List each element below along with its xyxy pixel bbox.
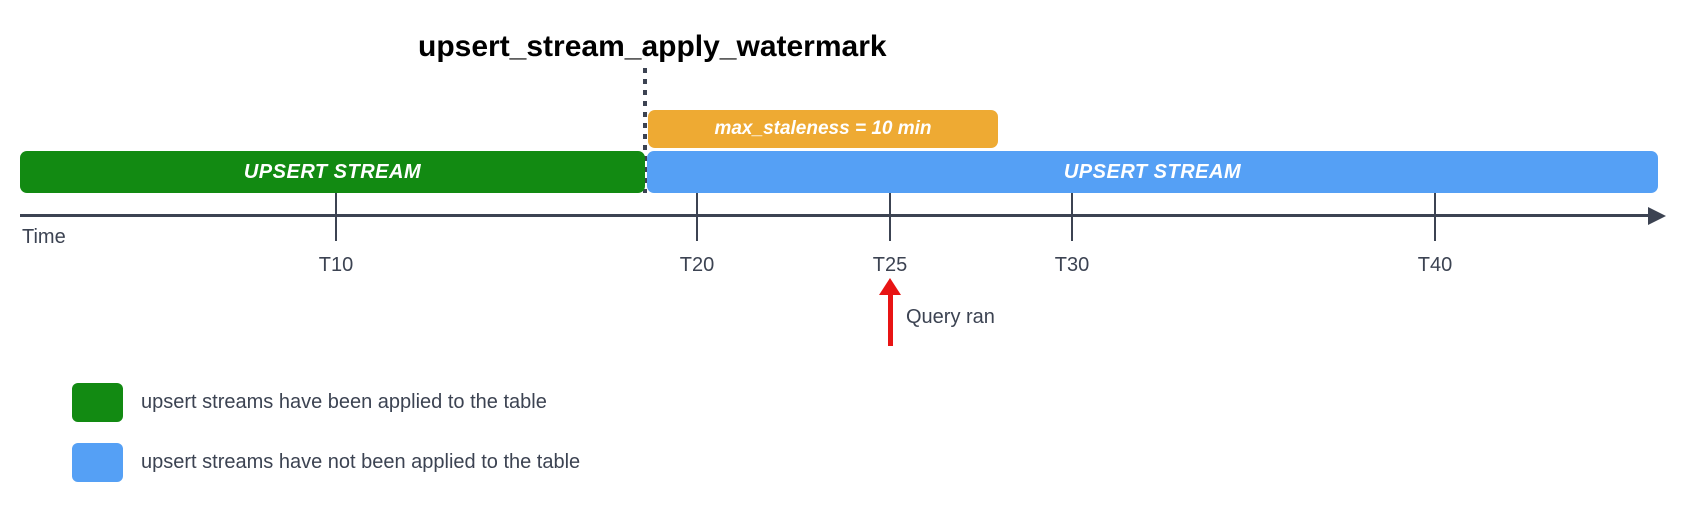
legend-swatch-green	[72, 383, 123, 422]
upsert-stream-applied-label: UPSERT STREAM	[243, 160, 422, 183]
page-title: upsert_stream_apply_watermark	[418, 30, 887, 63]
watermark-dotted-line	[643, 68, 647, 193]
max-staleness-bar: max_staleness = 10 min	[648, 110, 998, 148]
query-ran-label: Query ran	[906, 306, 995, 328]
query-marker-shaft	[888, 292, 893, 346]
legend-item-unapplied: upsert streams have not been applied to …	[72, 443, 580, 482]
upsert-stream-unapplied-bar: UPSERT STREAM	[647, 151, 1658, 193]
time-axis-tick	[335, 193, 337, 241]
time-axis-tick	[696, 193, 698, 241]
time-axis-tick-label: T25	[872, 254, 908, 276]
upsert-stream-applied-bar: UPSERT STREAM	[20, 151, 645, 193]
max-staleness-label: max_staleness = 10 min	[714, 118, 932, 139]
time-axis-label: Time	[22, 226, 66, 248]
time-axis-tick-label: T30	[1054, 254, 1090, 276]
time-axis-line	[20, 214, 1654, 217]
query-marker-arrow-icon	[879, 278, 901, 295]
upsert-stream-unapplied-label: UPSERT STREAM	[1063, 160, 1242, 183]
time-axis-tick-label: T20	[679, 254, 715, 276]
legend-label-applied: upsert streams have been applied to the …	[141, 391, 547, 413]
legend-swatch-blue	[72, 443, 123, 482]
legend-label-unapplied: upsert streams have not been applied to …	[141, 451, 581, 473]
time-axis-tick-label: T10	[318, 254, 354, 276]
legend-item-applied: upsert streams have been applied to the …	[72, 383, 547, 422]
time-axis-tick	[889, 193, 891, 241]
time-axis-tick	[1434, 193, 1436, 241]
time-axis-arrow-icon	[1648, 207, 1666, 225]
time-axis-tick	[1071, 193, 1073, 241]
time-axis-tick-label: T40	[1417, 254, 1453, 276]
